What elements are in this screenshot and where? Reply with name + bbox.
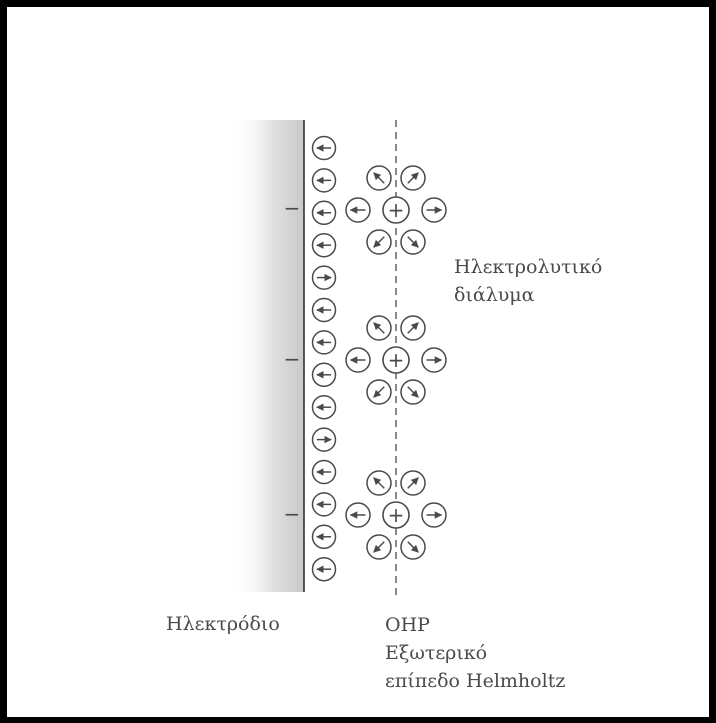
water-dipole-up-left [367, 471, 391, 495]
ohp-label: OHP Εξωτερικό επίπεδο Helmholtz [385, 611, 565, 695]
water-dipole-up-right [401, 471, 425, 495]
water-dipole-left [346, 348, 370, 372]
water-dipole-down-left [367, 230, 391, 254]
water-dipole-right [422, 503, 446, 527]
adsorbed-dipole-9 [313, 396, 336, 419]
adsorbed-dipole-2 [313, 169, 336, 192]
water-dipole-up-right [401, 316, 425, 340]
adsorbed-dipole-5 [313, 266, 336, 289]
water-dipole-right [422, 348, 446, 372]
electrode-charge-3: − [284, 502, 301, 526]
adsorbed-dipole-1 [313, 137, 336, 160]
electrolyte-solution-label: Ηλεκτρολυτικό διάλυμα [454, 253, 602, 309]
adsorbed-dipole-14 [313, 558, 336, 581]
cation: + [383, 502, 409, 528]
cation-sign: + [388, 348, 405, 372]
adsorbed-dipole-layer [313, 137, 336, 581]
water-dipole-down-right [401, 535, 425, 559]
water-dipole-down-left [367, 535, 391, 559]
water-dipole-left [346, 503, 370, 527]
adsorbed-dipole-4 [313, 234, 336, 257]
water-dipole-down-right [401, 230, 425, 254]
water-dipole-right [422, 198, 446, 222]
cation-sign: + [388, 198, 405, 222]
adsorbed-dipole-13 [313, 525, 336, 548]
water-dipole-up-left [367, 316, 391, 340]
electrode-label: Ηλεκτρόδιο [166, 610, 280, 638]
cation: + [383, 347, 409, 373]
solvated-cation-clusters: + + + [346, 166, 446, 559]
adsorbed-dipole-6 [313, 299, 336, 322]
cation-sign: + [388, 503, 405, 527]
water-dipole-down-right [401, 380, 425, 404]
water-dipole-left [346, 198, 370, 222]
adsorbed-dipole-11 [313, 461, 336, 484]
adsorbed-dipole-8 [313, 363, 336, 386]
water-dipole-up-left [367, 166, 391, 190]
adsorbed-dipole-3 [313, 201, 336, 224]
electrode-charge-2: − [284, 347, 301, 371]
cation: + [383, 197, 409, 223]
adsorbed-dipole-10 [313, 428, 336, 451]
adsorbed-dipole-7 [313, 331, 336, 354]
water-dipole-down-left [367, 380, 391, 404]
water-dipole-up-right [401, 166, 425, 190]
electrode-charge-1: − [284, 196, 301, 220]
adsorbed-dipole-12 [313, 493, 336, 516]
